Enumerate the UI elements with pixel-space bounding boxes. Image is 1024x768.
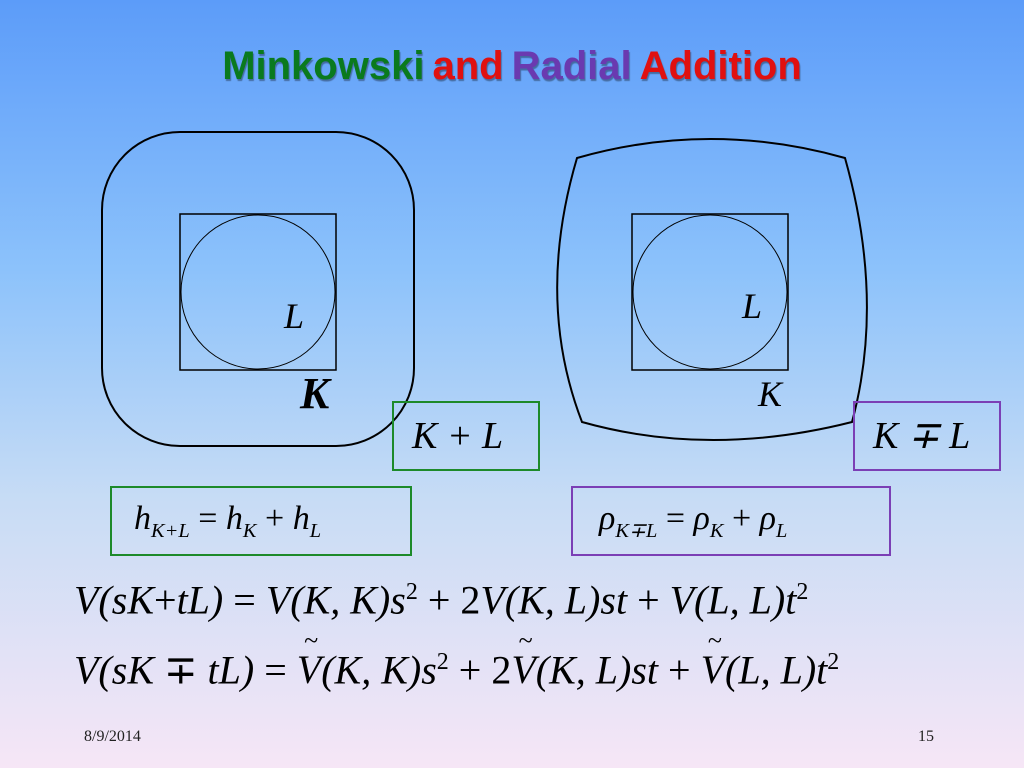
minkowski-sum-shape (101, 131, 415, 447)
title-word-addition: Addition (639, 44, 802, 88)
support-function-formula: hK+L = hK + hL (134, 500, 322, 542)
minkowski-sum-label: K + L (412, 415, 504, 457)
footer-page-number: 15 (918, 728, 934, 745)
right-outer-label: K (758, 374, 783, 414)
title-word-and: and (432, 44, 504, 88)
radial-sum-shape (556, 138, 868, 441)
right-circle-l (632, 214, 788, 370)
right-square-k (631, 213, 789, 371)
radial-function-formula-box: ρK∓L = ρK + ρL (571, 486, 891, 556)
left-inner-label: L (284, 296, 305, 336)
mixed-volume-formula: V(sK+tL) = V(K, K)s2 + 2V(K, L)st + V(L,… (74, 577, 809, 623)
footer-date: 8/9/2014 (84, 728, 141, 745)
title-word-minkowski: Minkowski (222, 44, 425, 88)
radial-sum-label: K ∓ L (873, 415, 971, 457)
support-function-formula-box: hK+L = hK + hL (110, 486, 412, 556)
radial-sum-box: K ∓ L (853, 401, 1001, 471)
right-inner-label: L (742, 286, 763, 326)
left-outer-label: K (300, 369, 330, 418)
radial-mixed-volume-formula: V(sK ∓ tL) = V(K, K)s2 + 2V(K, L)st + V(… (74, 628, 839, 690)
minkowski-sum-box: K + L (392, 401, 540, 471)
left-circle-l (180, 214, 336, 370)
title-word-radial: Radial (511, 44, 632, 88)
radial-function-formula: ρK∓L = ρK + ρL (599, 500, 788, 542)
left-square-k (179, 213, 337, 371)
